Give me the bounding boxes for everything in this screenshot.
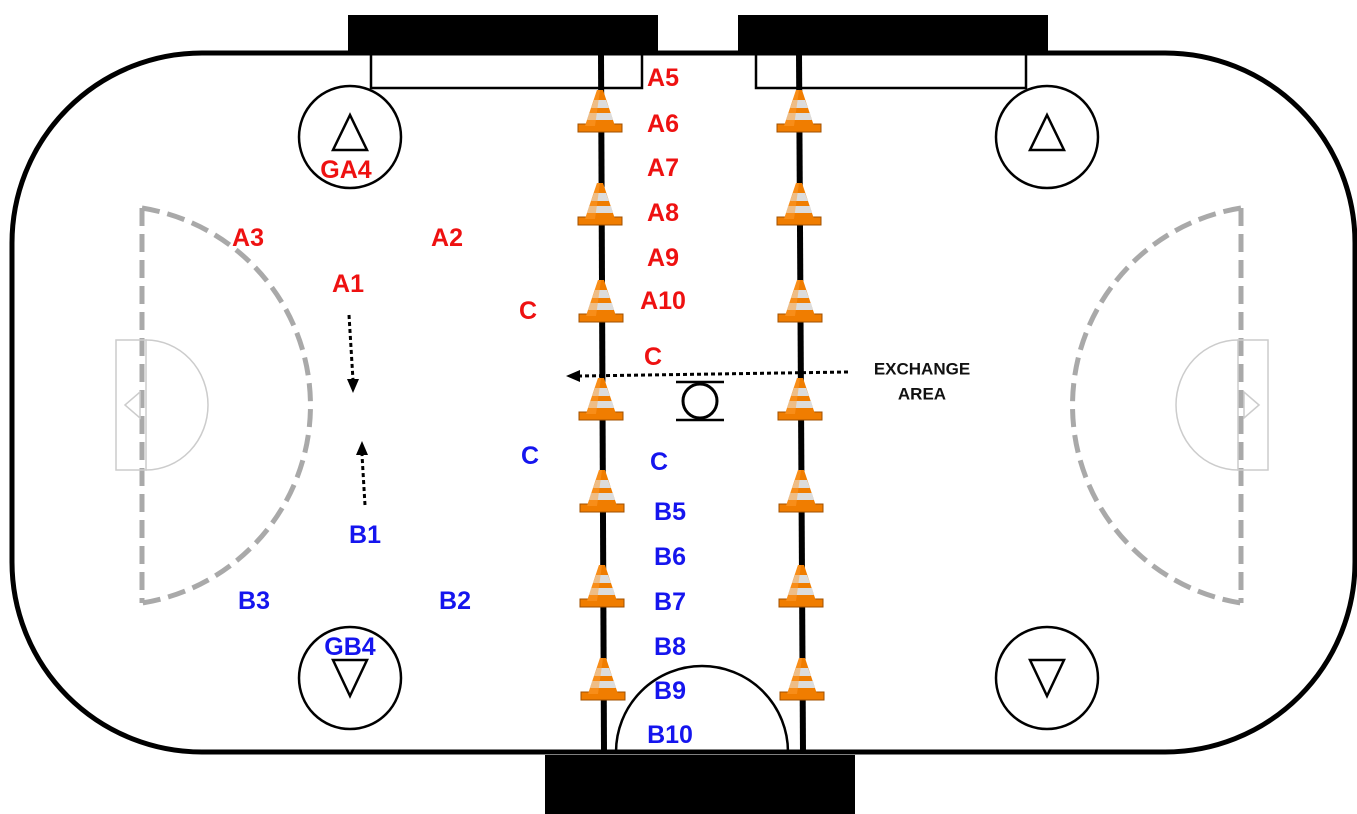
team-b-labels: C C B1 B3 B2 GB4 B5 B6 B7 B8 B9 B10 <box>238 442 693 749</box>
faceoff-circle-top-right <box>994 84 1100 190</box>
exchange-area-label-line2: AREA <box>898 385 946 404</box>
exchange-area-label-line1: EXCHANGE <box>874 360 970 379</box>
bench-area-top-left <box>369 51 644 90</box>
triangle-up-icon <box>1028 112 1066 152</box>
team-b-queue-3: B7 <box>654 588 686 616</box>
team-b-coach-left: C <box>521 442 539 470</box>
team-a-labels: GA4 A3 A2 A1 C C A5 A6 A7 A8 A9 A10 <box>232 64 686 371</box>
team-b-player-2: B2 <box>439 587 471 615</box>
ball-icon <box>676 380 724 422</box>
goal-area-right <box>1070 205 1244 606</box>
team-b-queue-1: B5 <box>654 498 686 526</box>
team-a-queue-3: A7 <box>647 154 679 182</box>
goal-crease-left <box>115 339 209 471</box>
movement-arrow-b1 <box>356 441 368 506</box>
team-a-queue-5: A9 <box>647 244 679 272</box>
bench-area-top-right <box>754 51 1028 90</box>
team-b-queue-4: B8 <box>654 633 686 661</box>
triangle-down-icon <box>331 658 369 699</box>
team-a-coach-left: C <box>519 297 537 325</box>
faceoff-circle-bottom-right <box>994 625 1100 731</box>
faceoff-circle-bottom-left <box>297 625 403 731</box>
team-b-coach-center: C <box>650 448 668 476</box>
team-b-queue-6: B10 <box>647 721 693 749</box>
team-a-queue-2: A6 <box>647 110 679 138</box>
team-a-goalkeeper: GA4 <box>320 156 372 184</box>
team-b-player-1: B1 <box>349 521 381 549</box>
bench-top-left <box>348 15 658 53</box>
triangle-down-icon <box>1028 658 1066 699</box>
team-b-queue-2: B6 <box>654 543 686 571</box>
team-a-coach-center: C <box>644 343 662 371</box>
team-b-goalkeeper: GB4 <box>324 633 376 661</box>
bench-top-right <box>738 15 1048 53</box>
goal-area-left <box>139 205 313 606</box>
triangle-up-icon <box>331 112 369 152</box>
faceoff-circle-top-left <box>297 84 403 190</box>
team-a-player-1: A1 <box>332 270 364 298</box>
team-a-queue-4: A8 <box>647 199 679 227</box>
goal-crease-right <box>1175 339 1269 471</box>
team-a-queue-1: A5 <box>647 64 679 92</box>
team-a-player-3: A3 <box>232 224 264 252</box>
team-a-player-2: A2 <box>431 224 463 252</box>
bench-bottom <box>545 755 855 814</box>
team-b-player-3: B3 <box>238 587 270 615</box>
team-b-queue-5: B9 <box>654 677 686 705</box>
exchange-arrow <box>566 370 849 382</box>
movement-arrow-a1 <box>347 314 359 393</box>
team-a-queue-6: A10 <box>640 287 686 315</box>
center-half-circle <box>614 664 790 753</box>
